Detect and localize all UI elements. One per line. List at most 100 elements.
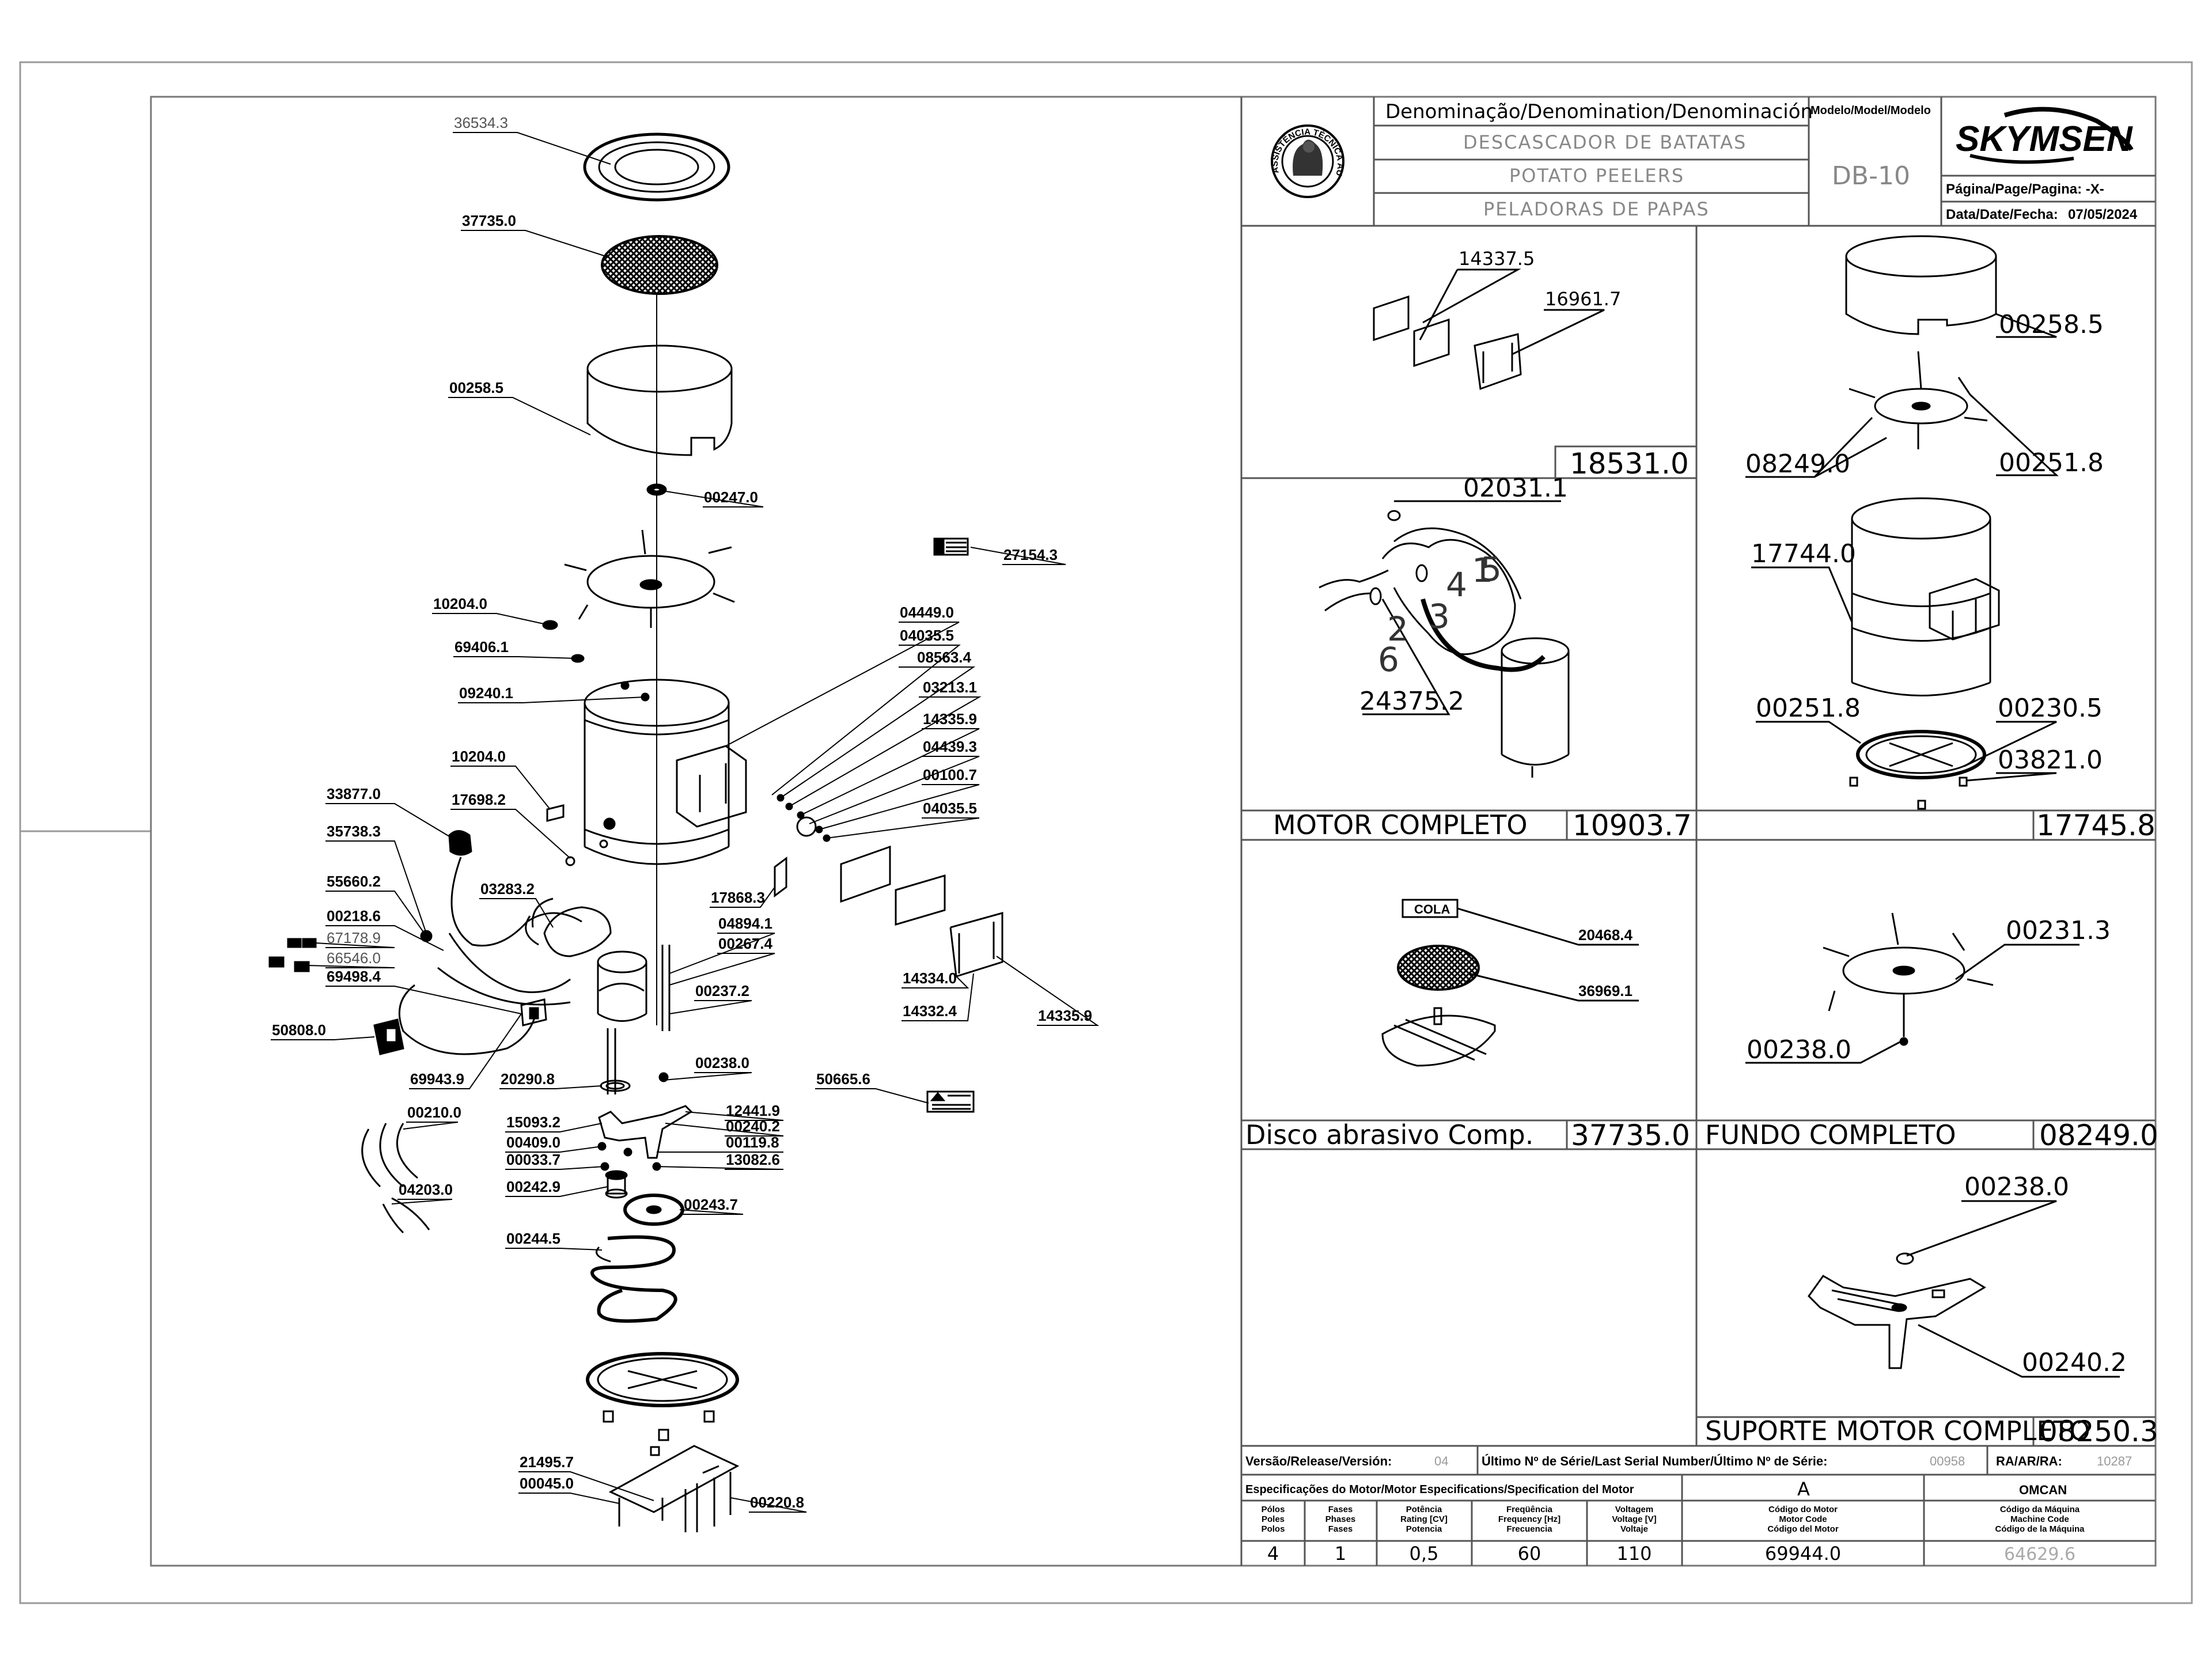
page-label: Página/Page/Pagina: -X- bbox=[1946, 181, 2104, 197]
title-block-lines bbox=[1240, 97, 2156, 1566]
brand-name: SKYMSEN bbox=[1956, 119, 2133, 159]
part-number: 10204.0 bbox=[452, 748, 506, 765]
panel-2-drawing bbox=[1745, 235, 2059, 810]
part-number: 35738.3 bbox=[327, 823, 381, 840]
part-number: 04894.1 bbox=[718, 915, 772, 932]
panel-4-title: Disco abrasivo Comp. bbox=[1245, 1119, 1533, 1150]
panel-2-part: 00251.8 bbox=[1999, 448, 2104, 478]
part-number: 12441.9 bbox=[726, 1102, 780, 1119]
panel-2-part: 00251.8 bbox=[1756, 694, 1861, 723]
part-number: 00238.0 bbox=[695, 1054, 749, 1071]
part-number: 00033.7 bbox=[506, 1151, 560, 1168]
main-part-labels bbox=[448, 132, 525, 398]
part-number: 14335.9 bbox=[1038, 1007, 1092, 1024]
panel-2-part: 00258.5 bbox=[1999, 310, 2104, 339]
panel-4-drawing bbox=[1381, 899, 1639, 1067]
panel-6-part: 00238.0 bbox=[1964, 1172, 2069, 1202]
part-number: 50665.6 bbox=[816, 1070, 870, 1088]
wire-number: 1 bbox=[1472, 551, 1493, 590]
wire-number: 3 bbox=[1429, 597, 1450, 636]
motor-letter: A bbox=[1797, 1478, 1810, 1500]
outer-frame bbox=[19, 61, 2193, 1604]
panel-6-part: 00240.2 bbox=[2022, 1348, 2127, 1377]
panel-5-part: 00231.3 bbox=[2006, 916, 2111, 945]
part-number: 14335.9 bbox=[923, 710, 977, 728]
part-number: 00247.0 bbox=[704, 488, 758, 506]
part-number: 14334.0 bbox=[903, 969, 957, 987]
main-leader-lines bbox=[271, 132, 1100, 1513]
motor-spec-header: Especificações do Motor/Motor Especifica… bbox=[1245, 1483, 1634, 1496]
part-number: 09240.1 bbox=[459, 684, 513, 702]
panel-5-code: 08249.0 bbox=[2039, 1119, 2158, 1152]
part-number: 50808.0 bbox=[272, 1021, 326, 1039]
part-number: 13082.6 bbox=[726, 1151, 780, 1168]
brand-logo: SKYMSEN bbox=[1956, 107, 2134, 164]
part-number: 00243.7 bbox=[684, 1196, 738, 1213]
wire-number: 4 bbox=[1446, 565, 1467, 604]
part-number: 00119.8 bbox=[726, 1134, 779, 1151]
part-number: 10204.0 bbox=[433, 595, 487, 612]
serial-value: 00958 bbox=[1930, 1454, 1965, 1468]
panel-1-part: 14337.5 bbox=[1459, 248, 1535, 270]
part-number: 69406.1 bbox=[454, 638, 509, 656]
part-number: 37735.0 bbox=[462, 212, 516, 229]
version-label: Versão/Release/Versión: bbox=[1245, 1454, 1392, 1468]
part-number: 17698.2 bbox=[452, 791, 506, 808]
part-number: 08563.4 bbox=[917, 649, 972, 666]
part-number: 04203.0 bbox=[399, 1181, 453, 1198]
part-number: 04439.3 bbox=[923, 738, 977, 755]
panel-3-code: 10903.7 bbox=[1573, 809, 1692, 842]
panel-5-drawing bbox=[1745, 912, 2080, 1064]
spec-column-value: 1 bbox=[1335, 1543, 1346, 1565]
panel-3-drawing bbox=[1319, 500, 1570, 778]
date: 07/05/2024 bbox=[2068, 207, 2138, 222]
part-number: 66546.0 bbox=[327, 949, 381, 967]
part-number: 00244.5 bbox=[506, 1230, 560, 1247]
part-number: 67178.9 bbox=[327, 929, 381, 946]
part-number: 15093.2 bbox=[506, 1113, 560, 1131]
panel-2-code: 17745.8 bbox=[2036, 809, 2156, 842]
part-number: 00240.2 bbox=[726, 1118, 780, 1135]
panel-5-part: 00238.0 bbox=[1747, 1035, 1851, 1065]
spec-column-value: 69944.0 bbox=[1765, 1543, 1841, 1565]
ra-value: 10287 bbox=[2097, 1454, 2132, 1468]
part-number: 00100.7 bbox=[923, 766, 977, 783]
panel-5-title: FUNDO COMPLETO bbox=[1705, 1119, 1956, 1150]
wire-number: 5 bbox=[1480, 550, 1502, 589]
name-es: PELADORAS DE PAPAS bbox=[1483, 198, 1710, 220]
version-value: 04 bbox=[1434, 1454, 1448, 1468]
spec-column-value: 0,5 bbox=[1410, 1543, 1439, 1565]
panel-6-code: 08250.3 bbox=[2039, 1415, 2158, 1448]
part-numbers: 36534.3 37735.0 00258.5 00247.0 27154.3 … bbox=[272, 114, 1092, 1511]
part-number: 04035.5 bbox=[900, 627, 954, 644]
part-number: 33877.0 bbox=[327, 785, 381, 802]
denomination-header: Denominação/Denomination/Denominación bbox=[1385, 100, 1813, 123]
panel-2-part: 00230.5 bbox=[1998, 694, 2103, 723]
name-en: POTATO PEELERS bbox=[1509, 165, 1684, 187]
panel-3-title: MOTOR COMPLETO bbox=[1273, 809, 1528, 840]
panel-2-part: 08249.0 bbox=[1745, 449, 1850, 479]
panel-6-drawing bbox=[1808, 1200, 2120, 1378]
part-number: 00267.4 bbox=[718, 935, 773, 952]
part-number: 20290.8 bbox=[501, 1070, 555, 1088]
part-number: 14332.4 bbox=[903, 1002, 957, 1020]
part-number: 00409.0 bbox=[506, 1134, 560, 1151]
part-number: 36534.3 bbox=[454, 114, 508, 131]
date-label: Data/Date/Fecha: bbox=[1946, 207, 2058, 222]
part-number: 00220.8 bbox=[750, 1494, 804, 1511]
panel-2-part: 03821.0 bbox=[1998, 745, 2103, 775]
panel-4-part: 36969.1 bbox=[1578, 982, 1633, 999]
serial-label: Último Nº de Série/Last Serial Number/Úl… bbox=[1482, 1454, 1827, 1468]
part-number: 69943.9 bbox=[410, 1070, 464, 1088]
part-number: 00242.9 bbox=[506, 1178, 560, 1195]
drawing-frame bbox=[150, 96, 2157, 1567]
spec-column-value: 110 bbox=[1616, 1543, 1652, 1565]
